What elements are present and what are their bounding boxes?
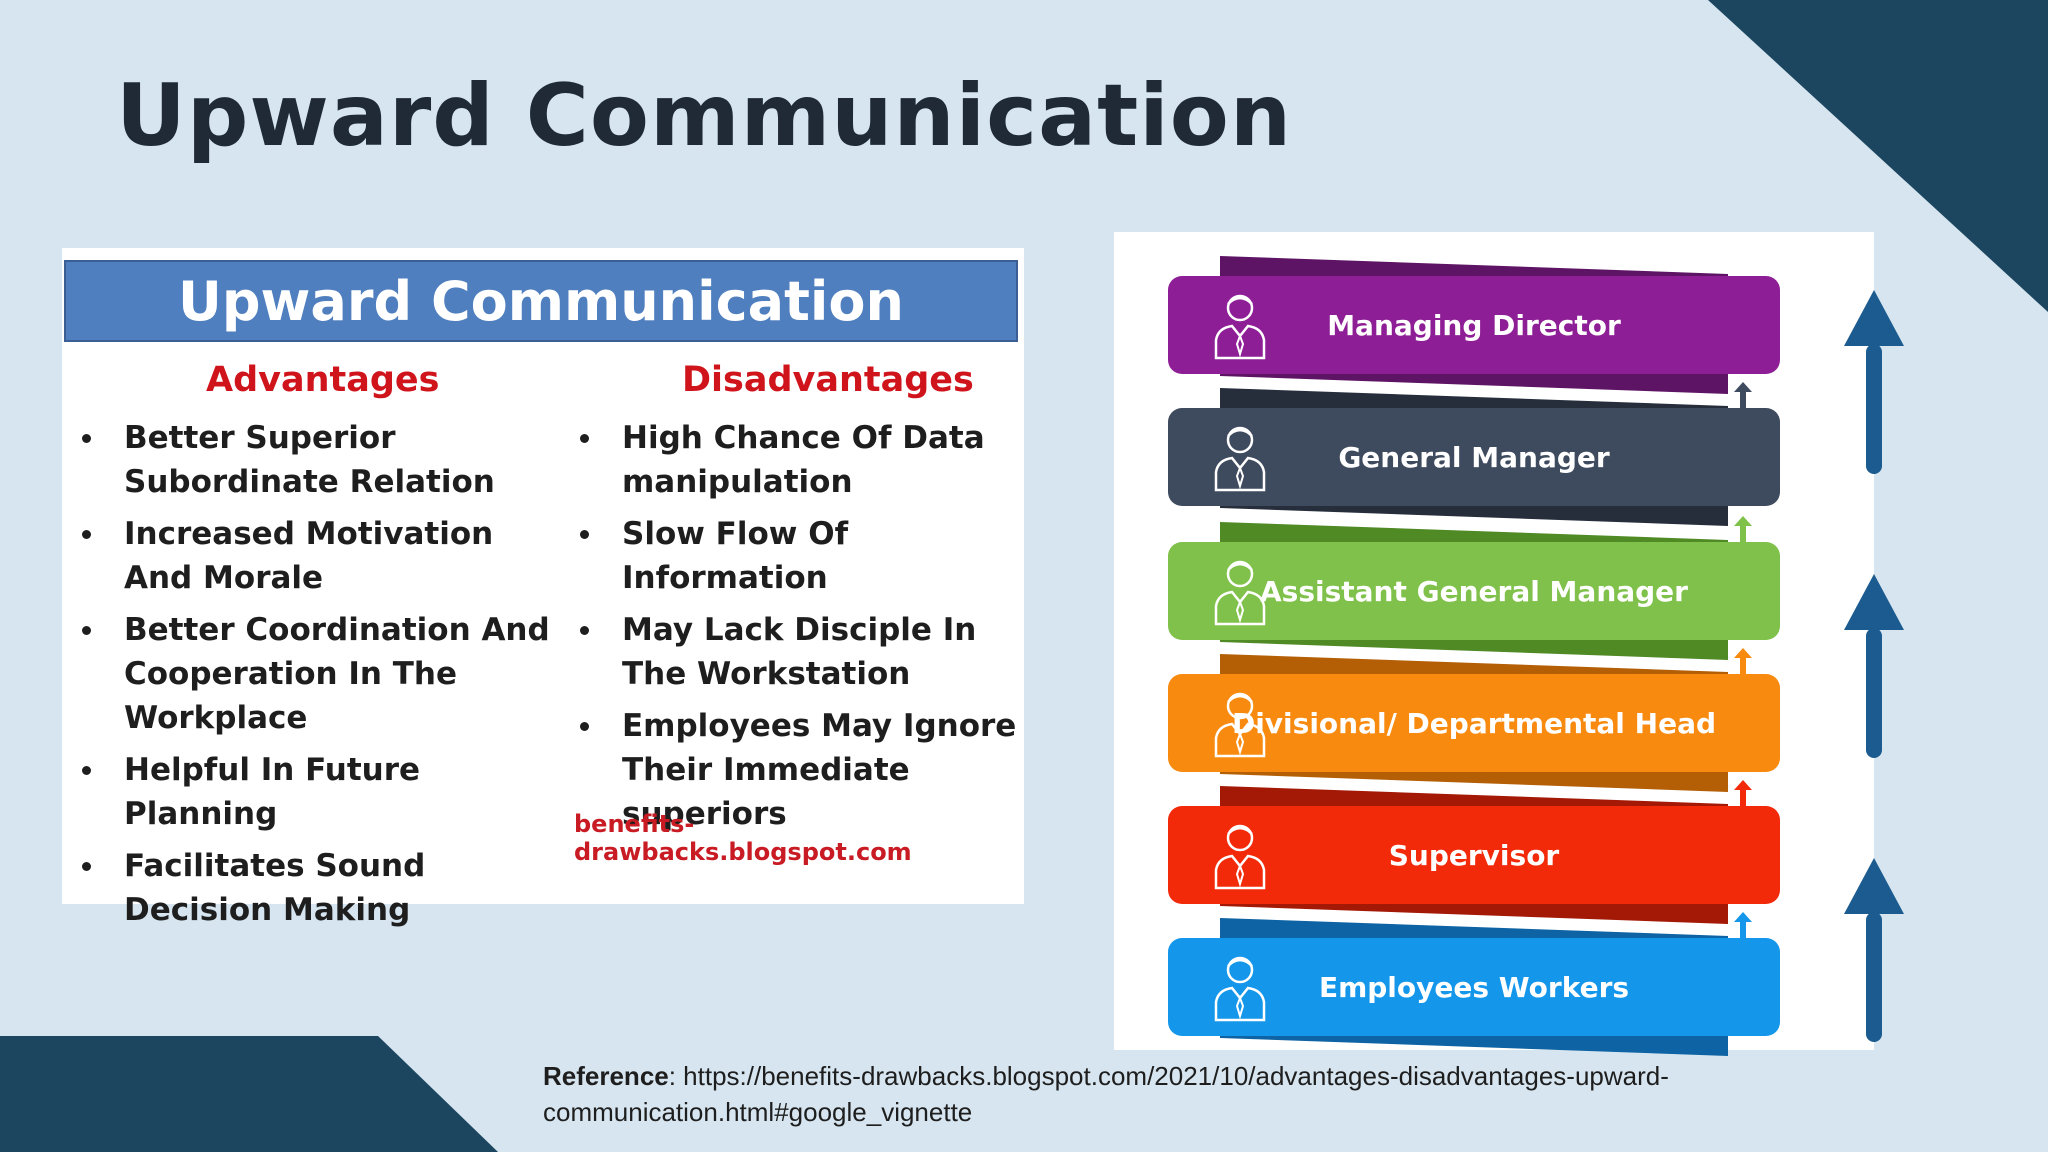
level-label: Employees Workers bbox=[1318, 970, 1630, 1004]
level-ribbon-top bbox=[1220, 256, 1728, 276]
reference-label: Reference bbox=[543, 1061, 669, 1091]
level-box: Divisional/ Departmental Head bbox=[1168, 674, 1780, 772]
level-ribbon-bottom bbox=[1220, 506, 1728, 526]
hierarchy-level: Supervisor bbox=[1168, 786, 1780, 924]
person-icon bbox=[1214, 426, 1266, 492]
hierarchy-level: Assistant General Manager bbox=[1168, 522, 1780, 660]
level-box: Managing Director bbox=[1168, 276, 1780, 374]
bullet-icon bbox=[580, 530, 589, 539]
list-item: Increased Motivation And Morale bbox=[70, 512, 570, 600]
source-credit: benefits-drawbacks.blogspot.com bbox=[574, 810, 912, 866]
level-label: General Manager bbox=[1338, 440, 1610, 474]
level-label: Supervisor bbox=[1388, 838, 1560, 872]
bullet-icon bbox=[580, 434, 589, 443]
bullet-icon bbox=[580, 626, 589, 635]
bullet-icon bbox=[82, 766, 91, 775]
list-item: May Lack Disciple In The Workstation bbox=[568, 608, 1024, 696]
level-box: Assistant General Manager bbox=[1168, 542, 1780, 640]
bullet-icon bbox=[580, 722, 589, 731]
disadvantages-list: High Chance Of Data manipulation Slow Fl… bbox=[568, 416, 1024, 844]
level-ribbon-top bbox=[1220, 522, 1728, 542]
pros-cons-infographic: Upward Communication Advantages Disadvan… bbox=[62, 248, 1024, 928]
small-up-arrow-icon bbox=[1734, 516, 1752, 542]
bullet-icon bbox=[82, 626, 91, 635]
hierarchy-level: Employees Workers bbox=[1168, 918, 1780, 1056]
list-item: High Chance Of Data manipulation bbox=[568, 416, 1024, 504]
list-item: Helpful In Future Planning bbox=[70, 748, 570, 836]
small-up-arrow-icon bbox=[1734, 780, 1752, 806]
bullet-icon bbox=[82, 434, 91, 443]
up-arrow-icon bbox=[1844, 290, 1904, 474]
small-up-arrow-icon bbox=[1734, 912, 1752, 938]
advantages-list: Better Superior Subordinate Relation Inc… bbox=[70, 416, 570, 940]
reference-url: : https://benefits-drawbacks.blogspot.co… bbox=[543, 1061, 1669, 1127]
list-item: Better Coordination And Cooperation In T… bbox=[70, 608, 570, 740]
up-arrow-icon bbox=[1844, 858, 1904, 1042]
person-icon bbox=[1214, 560, 1266, 626]
small-up-arrow-icon bbox=[1734, 648, 1752, 674]
infographic-header: Upward Communication bbox=[64, 260, 1018, 342]
level-label: Assistant General Manager bbox=[1260, 574, 1688, 608]
level-box: Supervisor bbox=[1168, 806, 1780, 904]
level-label: Managing Director bbox=[1327, 308, 1621, 342]
list-item: Slow Flow Of Information bbox=[568, 512, 1024, 600]
list-item: Facilitates Sound Decision Making bbox=[70, 844, 570, 932]
person-icon bbox=[1214, 824, 1266, 890]
bullet-icon bbox=[82, 530, 91, 539]
hierarchy-level: General Manager bbox=[1168, 388, 1780, 526]
hierarchy-level: Divisional/ Departmental Head bbox=[1168, 654, 1780, 792]
bullet-icon bbox=[82, 862, 91, 871]
infographic-header-text: Upward Communication bbox=[178, 269, 904, 333]
level-ribbon-bottom bbox=[1220, 1036, 1728, 1056]
up-arrow-icon bbox=[1844, 574, 1904, 758]
hierarchy-level: Managing Director bbox=[1168, 256, 1780, 394]
person-icon bbox=[1214, 294, 1266, 360]
level-box: General Manager bbox=[1168, 408, 1780, 506]
slide-title: Upward Communication bbox=[116, 66, 1293, 166]
person-icon bbox=[1214, 692, 1266, 758]
reference-note: Reference: https://benefits-drawbacks.bl… bbox=[543, 1058, 1743, 1130]
advantages-heading: Advantages bbox=[206, 360, 440, 400]
level-label: Divisional/ Departmental Head bbox=[1231, 706, 1717, 740]
list-item: Better Superior Subordinate Relation bbox=[70, 416, 570, 504]
level-box: Employees Workers bbox=[1168, 938, 1780, 1036]
small-up-arrow-icon bbox=[1734, 382, 1752, 408]
list-item: Employees May Ignore Their Immediate sup… bbox=[568, 704, 1024, 836]
disadvantages-heading: Disadvantages bbox=[682, 360, 974, 400]
person-icon bbox=[1214, 956, 1266, 1022]
